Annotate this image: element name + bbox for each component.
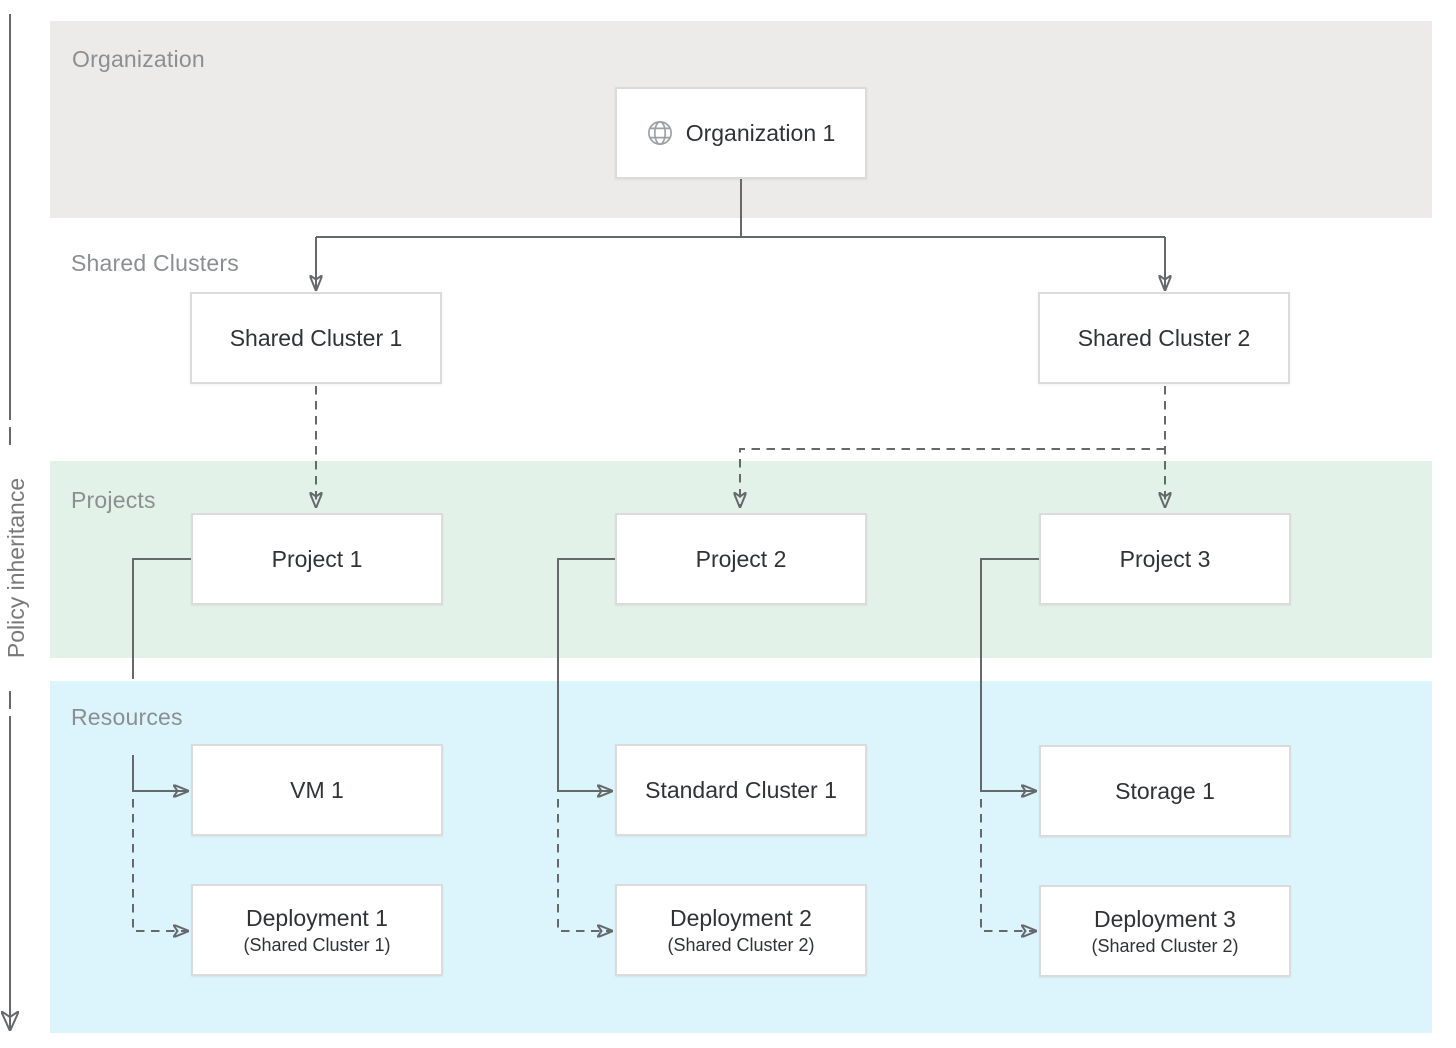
node-label: Organization 1 <box>685 119 836 146</box>
node-label: Standard Cluster 1 <box>645 776 837 803</box>
node-project-1: Project 1 <box>191 513 443 605</box>
node-deployment-2: Deployment 2 (Shared Cluster 2) <box>615 884 867 976</box>
projects-band-label: Projects <box>71 487 156 513</box>
globe-icon <box>647 120 673 146</box>
node-label: Deployment 1 <box>246 904 388 931</box>
edge-shared-clusters-to-projects <box>316 386 1165 507</box>
node-vm-1: VM 1 <box>191 744 443 836</box>
node-deployment-1: Deployment 1 (Shared Cluster 1) <box>191 884 443 976</box>
node-storage-1: Storage 1 <box>1039 745 1291 837</box>
node-label: Deployment 2 <box>670 904 812 931</box>
node-label: Shared Cluster 2 <box>1077 324 1251 351</box>
node-label: Shared Cluster 1 <box>229 324 403 351</box>
node-shared-cluster-1: Shared Cluster 1 <box>190 292 442 384</box>
node-label: Storage 1 <box>1115 777 1215 804</box>
node-project-2: Project 2 <box>615 513 867 605</box>
node-standard-cluster-1: Standard Cluster 1 <box>615 744 867 836</box>
node-sublabel: (Shared Cluster 2) <box>667 934 815 955</box>
node-shared-cluster-2: Shared Cluster 2 <box>1038 292 1290 384</box>
organization-band-label: Organization <box>72 46 205 72</box>
node-label: Project 3 <box>1119 545 1211 572</box>
edge-project1-to-resources <box>132 558 191 931</box>
shared-clusters-band-label: Shared Clusters <box>71 250 239 276</box>
resources-band-label: Resources <box>71 704 183 730</box>
node-label: Deployment 3 <box>1094 905 1236 932</box>
node-label: Project 2 <box>695 545 787 572</box>
edge-project3-to-resources <box>980 558 1039 931</box>
edge-project2-to-resources <box>557 558 615 931</box>
node-sublabel: (Shared Cluster 2) <box>1091 935 1239 956</box>
node-deployment-3: Deployment 3 (Shared Cluster 2) <box>1039 885 1291 977</box>
node-sublabel: (Shared Cluster 1) <box>243 934 391 955</box>
node-project-3: Project 3 <box>1039 513 1291 605</box>
node-organization-1: Organization 1 <box>615 87 867 179</box>
edge-organization-to-shared-clusters <box>316 179 1165 290</box>
node-label: Project 1 <box>271 545 363 572</box>
node-label: VM 1 <box>290 776 344 803</box>
